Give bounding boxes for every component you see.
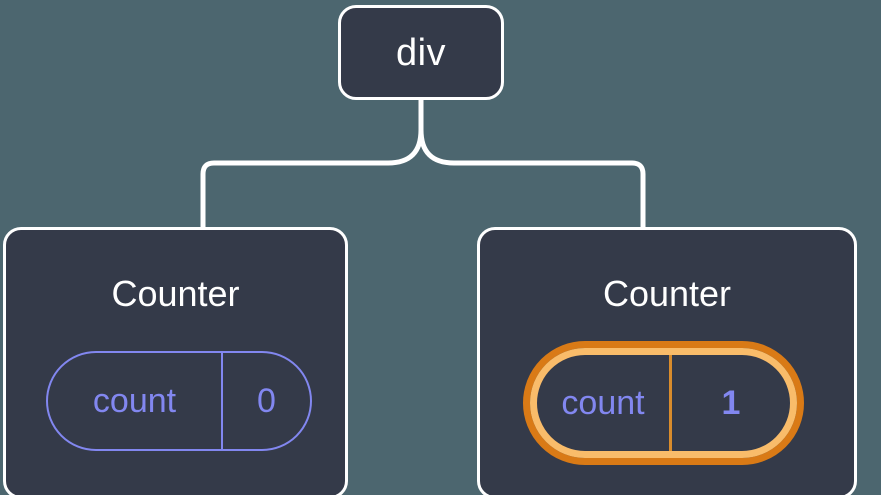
node-div[interactable]: div [338, 5, 504, 100]
counter-right-title: Counter [602, 273, 732, 314]
state-key-right: count [537, 355, 672, 451]
node-div-label: div [395, 31, 447, 74]
node-counter-left[interactable]: Counter count 0 [3, 227, 348, 495]
counter-left-title: Counter [111, 273, 240, 314]
edge-div-to-counter-right [418, 97, 646, 230]
edge-div-to-counter-left [200, 97, 424, 230]
state-key-left: count [48, 353, 223, 449]
state-pill-right-highlighted[interactable]: count 1 [523, 341, 804, 465]
state-pill-right-inner-ring: count 1 [530, 348, 797, 458]
state-value-right: 1 [721, 384, 741, 422]
state-pill-left[interactable]: count 0 [46, 351, 312, 451]
node-counter-right[interactable]: Counter count 1 [477, 227, 857, 495]
state-value-left: 0 [257, 382, 276, 420]
